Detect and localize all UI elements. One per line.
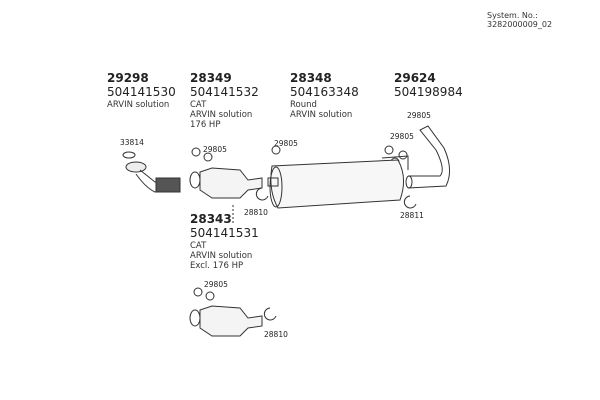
description: CAT [190, 100, 207, 110]
label-nut: 29805 [274, 139, 298, 148]
front-pipe [122, 151, 181, 193]
group-28343: 28343 504141531 CAT ARVIN solution Excl.… [190, 212, 259, 271]
group-number: 29298 [107, 71, 149, 85]
label-nut: 29805 [203, 145, 227, 154]
group-number: 28348 [290, 71, 332, 85]
part-number: 504141531 [190, 226, 259, 240]
group-number: 29624 [394, 71, 436, 85]
label-nut: 29805 [204, 280, 228, 289]
clamp-icons [255, 187, 417, 321]
description: ARVIN solution [190, 110, 253, 120]
group-number: 28343 [190, 212, 232, 226]
tail-pipe [405, 125, 450, 189]
label-clamp: 28811 [400, 211, 424, 220]
description: Excl. 176 HP [190, 261, 244, 271]
description: 176 HP [190, 120, 221, 130]
catalyst [189, 167, 263, 199]
description: Round [290, 100, 317, 110]
catalyst-alt [189, 305, 263, 337]
part-number: 504141532 [190, 85, 259, 99]
label-nut: 29805 [390, 132, 414, 141]
group-number: 28349 [190, 71, 232, 85]
system-number: System. No.: 3282000009_02 [487, 11, 553, 29]
label-clamp: 28810 [264, 330, 288, 339]
group-29298: 29298 504141530 ARVIN solution [107, 71, 176, 110]
label-nut: 29805 [407, 111, 431, 120]
group-28349: 28349 504141532 CAT ARVIN solution 176 H… [190, 71, 259, 130]
description: ARVIN solution [290, 110, 353, 120]
part-number: 504163348 [290, 85, 359, 99]
group-28348: 28348 504163348 Round ARVIN solution [290, 71, 359, 120]
label-clamp: 28810 [244, 208, 268, 217]
part-number: 504141530 [107, 85, 176, 99]
description: ARVIN solution [107, 100, 170, 110]
nut-icons [191, 145, 408, 301]
part-number: 504198984 [394, 85, 463, 99]
description: ARVIN solution [190, 251, 253, 261]
group-29624: 29624 504198984 [394, 71, 463, 100]
description: CAT [190, 241, 207, 251]
muffler [267, 155, 409, 209]
label-gasket: 33814 [120, 138, 144, 147]
